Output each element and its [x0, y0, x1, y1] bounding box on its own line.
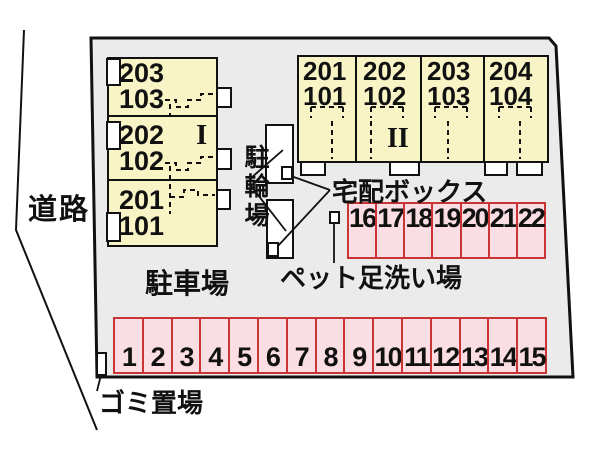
delivery-box-unit — [281, 166, 293, 180]
room-number-lower: 102 — [119, 146, 165, 176]
room-number-upper: 201 — [119, 185, 165, 215]
building1-numeral: I — [196, 119, 208, 151]
room-number-lower: 103 — [427, 81, 471, 111]
road-label: 道路 — [28, 194, 91, 226]
parking-space-number: 5 — [237, 342, 252, 372]
building1-balcony-notch — [106, 121, 121, 150]
room-number-upper: 202 — [363, 56, 407, 86]
parking-space-number: 22 — [517, 203, 546, 233]
parking-space-number: 15 — [518, 342, 547, 372]
delivery-box-label: 宅配ボックス — [332, 177, 488, 207]
parking-space: 8 — [314, 319, 344, 372]
room-number-upper: 203 — [119, 58, 165, 88]
building1-balcony-notch — [106, 58, 121, 86]
room-number-lower: 102 — [363, 81, 407, 111]
parking-space: 5 — [228, 319, 257, 372]
building1-entrance-porch — [216, 87, 232, 108]
parking-space-number: 10 — [374, 342, 403, 372]
parking-space-number: 4 — [208, 342, 223, 372]
parking-space-number: 13 — [460, 342, 489, 372]
parking-space-number: 3 — [179, 342, 194, 372]
building1-balcony-notch — [106, 212, 121, 242]
room-number-lower: 104 — [489, 81, 533, 111]
parking-space-number: 16 — [349, 203, 377, 233]
parking-space: 18 — [403, 203, 433, 257]
parking-space-number: 7 — [294, 342, 310, 372]
building2-entrance-porch — [516, 161, 543, 176]
parking-space-number: 2 — [150, 342, 166, 372]
parking-space-number: 6 — [265, 342, 281, 372]
parking-space: 22 — [515, 203, 546, 257]
parking-space: 15 — [516, 319, 547, 372]
parking-space: 1 — [115, 319, 142, 372]
parking-space: 16 — [349, 203, 377, 257]
parking-space: 14 — [487, 319, 518, 372]
parking-space-number: 19 — [433, 203, 461, 233]
road-edge-line — [14, 29, 98, 431]
room-number-lower: 101 — [119, 211, 165, 241]
parking-space: 11 — [400, 319, 431, 372]
parking-space: 3 — [170, 319, 200, 372]
parking-space: 9 — [343, 319, 372, 372]
room-number-lower: 103 — [119, 84, 165, 114]
parking-space-number: 21 — [489, 203, 518, 233]
room-number-upper: 202 — [119, 120, 165, 150]
building1-entrance-porch — [216, 189, 231, 210]
bicycle-parking-label: 駐輪場 — [241, 144, 269, 231]
building2-entrance-porch — [484, 161, 508, 176]
parking-space: 17 — [375, 203, 405, 257]
garbage-label: ゴミ置場 — [99, 388, 204, 418]
parking-space-number: 17 — [377, 203, 405, 233]
parking-space: 20 — [459, 203, 490, 257]
delivery-box-unit — [267, 242, 279, 257]
parking-space-number: 12 — [432, 342, 460, 372]
parking-space-number: 1 — [121, 342, 137, 372]
parking-row-bottom: 1 2 3 4 5 6 7 8 9 10 11 12 13 14 15 — [113, 317, 547, 374]
parking-space: 13 — [458, 319, 489, 372]
parking-space: 12 — [429, 319, 460, 372]
parking-space: 2 — [141, 319, 171, 372]
pet-wash-label: ペット足洗い場 — [280, 263, 463, 293]
room-number-upper: 203 — [427, 56, 471, 86]
parking-lot-label: 駐車場 — [145, 268, 230, 299]
parking-space: 19 — [431, 203, 462, 257]
building2-entrance-porch — [389, 161, 420, 176]
parking-space: 4 — [199, 319, 228, 372]
parking-space-number: 9 — [352, 342, 367, 372]
parking-space-number: 14 — [489, 342, 518, 372]
pet-wash-station — [329, 211, 340, 224]
garbage-station — [96, 352, 107, 376]
parking-space-number: 11 — [404, 342, 431, 372]
parking-space-number: 18 — [405, 203, 433, 233]
building2-numeral: II — [387, 123, 409, 154]
parking-space: 21 — [487, 203, 518, 257]
room-number-lower: 101 — [303, 81, 347, 111]
building1-entrance-porch — [216, 148, 232, 170]
parking-space: 6 — [256, 319, 286, 372]
room-number-upper: 201 — [303, 56, 347, 86]
parking-space-number: 20 — [461, 203, 490, 233]
building2-entrance-porch — [300, 161, 326, 176]
parking-row-right: 16 17 18 19 20 21 22 — [347, 202, 546, 259]
parking-space: 10 — [372, 319, 403, 372]
parking-space: 7 — [285, 319, 315, 372]
room-number-upper: 204 — [489, 56, 533, 86]
parking-space-number: 8 — [323, 342, 338, 372]
